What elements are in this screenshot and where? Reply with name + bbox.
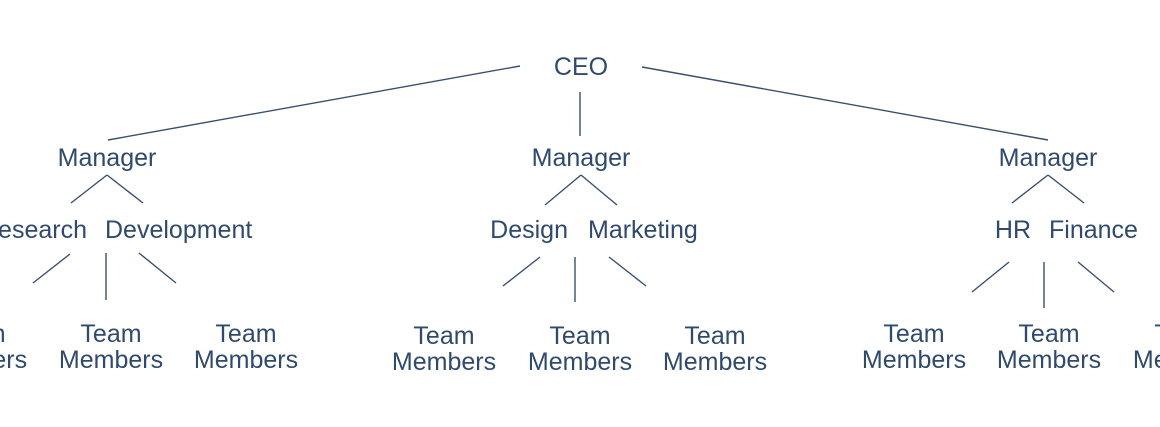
connector-team bbox=[502, 256, 541, 287]
team-members-nodes: Team Members Team Members Team Members T… bbox=[0, 320, 1160, 376]
node-manager-3: Manager bbox=[999, 144, 1098, 172]
team-label-line1: Team bbox=[883, 320, 944, 348]
node-research: Research bbox=[0, 216, 87, 244]
node-manager-1: Manager bbox=[58, 144, 157, 172]
connector-manager-2-marketing bbox=[580, 174, 618, 206]
node-manager-2: Manager bbox=[532, 144, 631, 172]
node-team-members: Team Members bbox=[0, 320, 27, 374]
connector-team bbox=[1077, 261, 1115, 293]
connector-manager-3-hr bbox=[1011, 174, 1049, 204]
team-label-line1: Team bbox=[0, 320, 6, 348]
connector-team bbox=[138, 252, 177, 284]
connector-manager-3-finance bbox=[1047, 174, 1085, 204]
team-label-line2: Members bbox=[997, 346, 1101, 374]
team-label-line2: Members bbox=[663, 348, 767, 376]
node-design: Design bbox=[490, 216, 568, 244]
team-label-line2: Members bbox=[862, 346, 966, 374]
node-team-members: Team Members bbox=[392, 322, 496, 376]
team-label-line1: Team bbox=[1154, 320, 1160, 348]
connector-team bbox=[608, 256, 647, 287]
node-team-members: Team Members bbox=[1133, 320, 1160, 374]
team-label-line1: Team bbox=[684, 322, 745, 350]
connector-manager-1-research bbox=[70, 174, 108, 204]
node-team-members: Team Members bbox=[528, 322, 632, 376]
connectors bbox=[32, 65, 1115, 308]
team-label-line2: Members bbox=[528, 348, 632, 376]
connector-manager-2-design bbox=[544, 174, 582, 206]
node-ceo: CEO bbox=[554, 53, 608, 81]
node-team-members: Team Members bbox=[663, 322, 767, 376]
connector-team bbox=[971, 261, 1010, 293]
node-team-members: Team Members bbox=[194, 320, 298, 374]
team-label-line1: Team bbox=[215, 320, 276, 348]
team-label-line2: Members bbox=[194, 346, 298, 374]
team-label-line1: Team bbox=[413, 322, 474, 350]
team-label-line2: Members bbox=[59, 346, 163, 374]
connector-ceo-manager-1 bbox=[107, 65, 521, 141]
node-team-members: Team Members bbox=[59, 320, 163, 374]
team-label-line2: Members bbox=[1133, 346, 1160, 374]
connector-ceo-manager-3 bbox=[641, 66, 1049, 141]
team-label-line1: Team bbox=[80, 320, 141, 348]
team-label-line1: Team bbox=[1018, 320, 1079, 348]
node-marketing: Marketing bbox=[588, 216, 698, 244]
team-label-line2: Members bbox=[392, 348, 496, 376]
connector-team bbox=[32, 253, 71, 284]
node-team-members: Team Members bbox=[997, 320, 1101, 374]
team-label-line2: Members bbox=[0, 346, 27, 374]
team-label-line1: Team bbox=[549, 322, 610, 350]
connector-manager-1-development bbox=[106, 174, 144, 204]
node-development: Development bbox=[105, 216, 252, 244]
node-hr: HR bbox=[995, 216, 1031, 244]
node-finance: Finance bbox=[1049, 216, 1138, 244]
node-team-members: Team Members bbox=[862, 320, 966, 374]
